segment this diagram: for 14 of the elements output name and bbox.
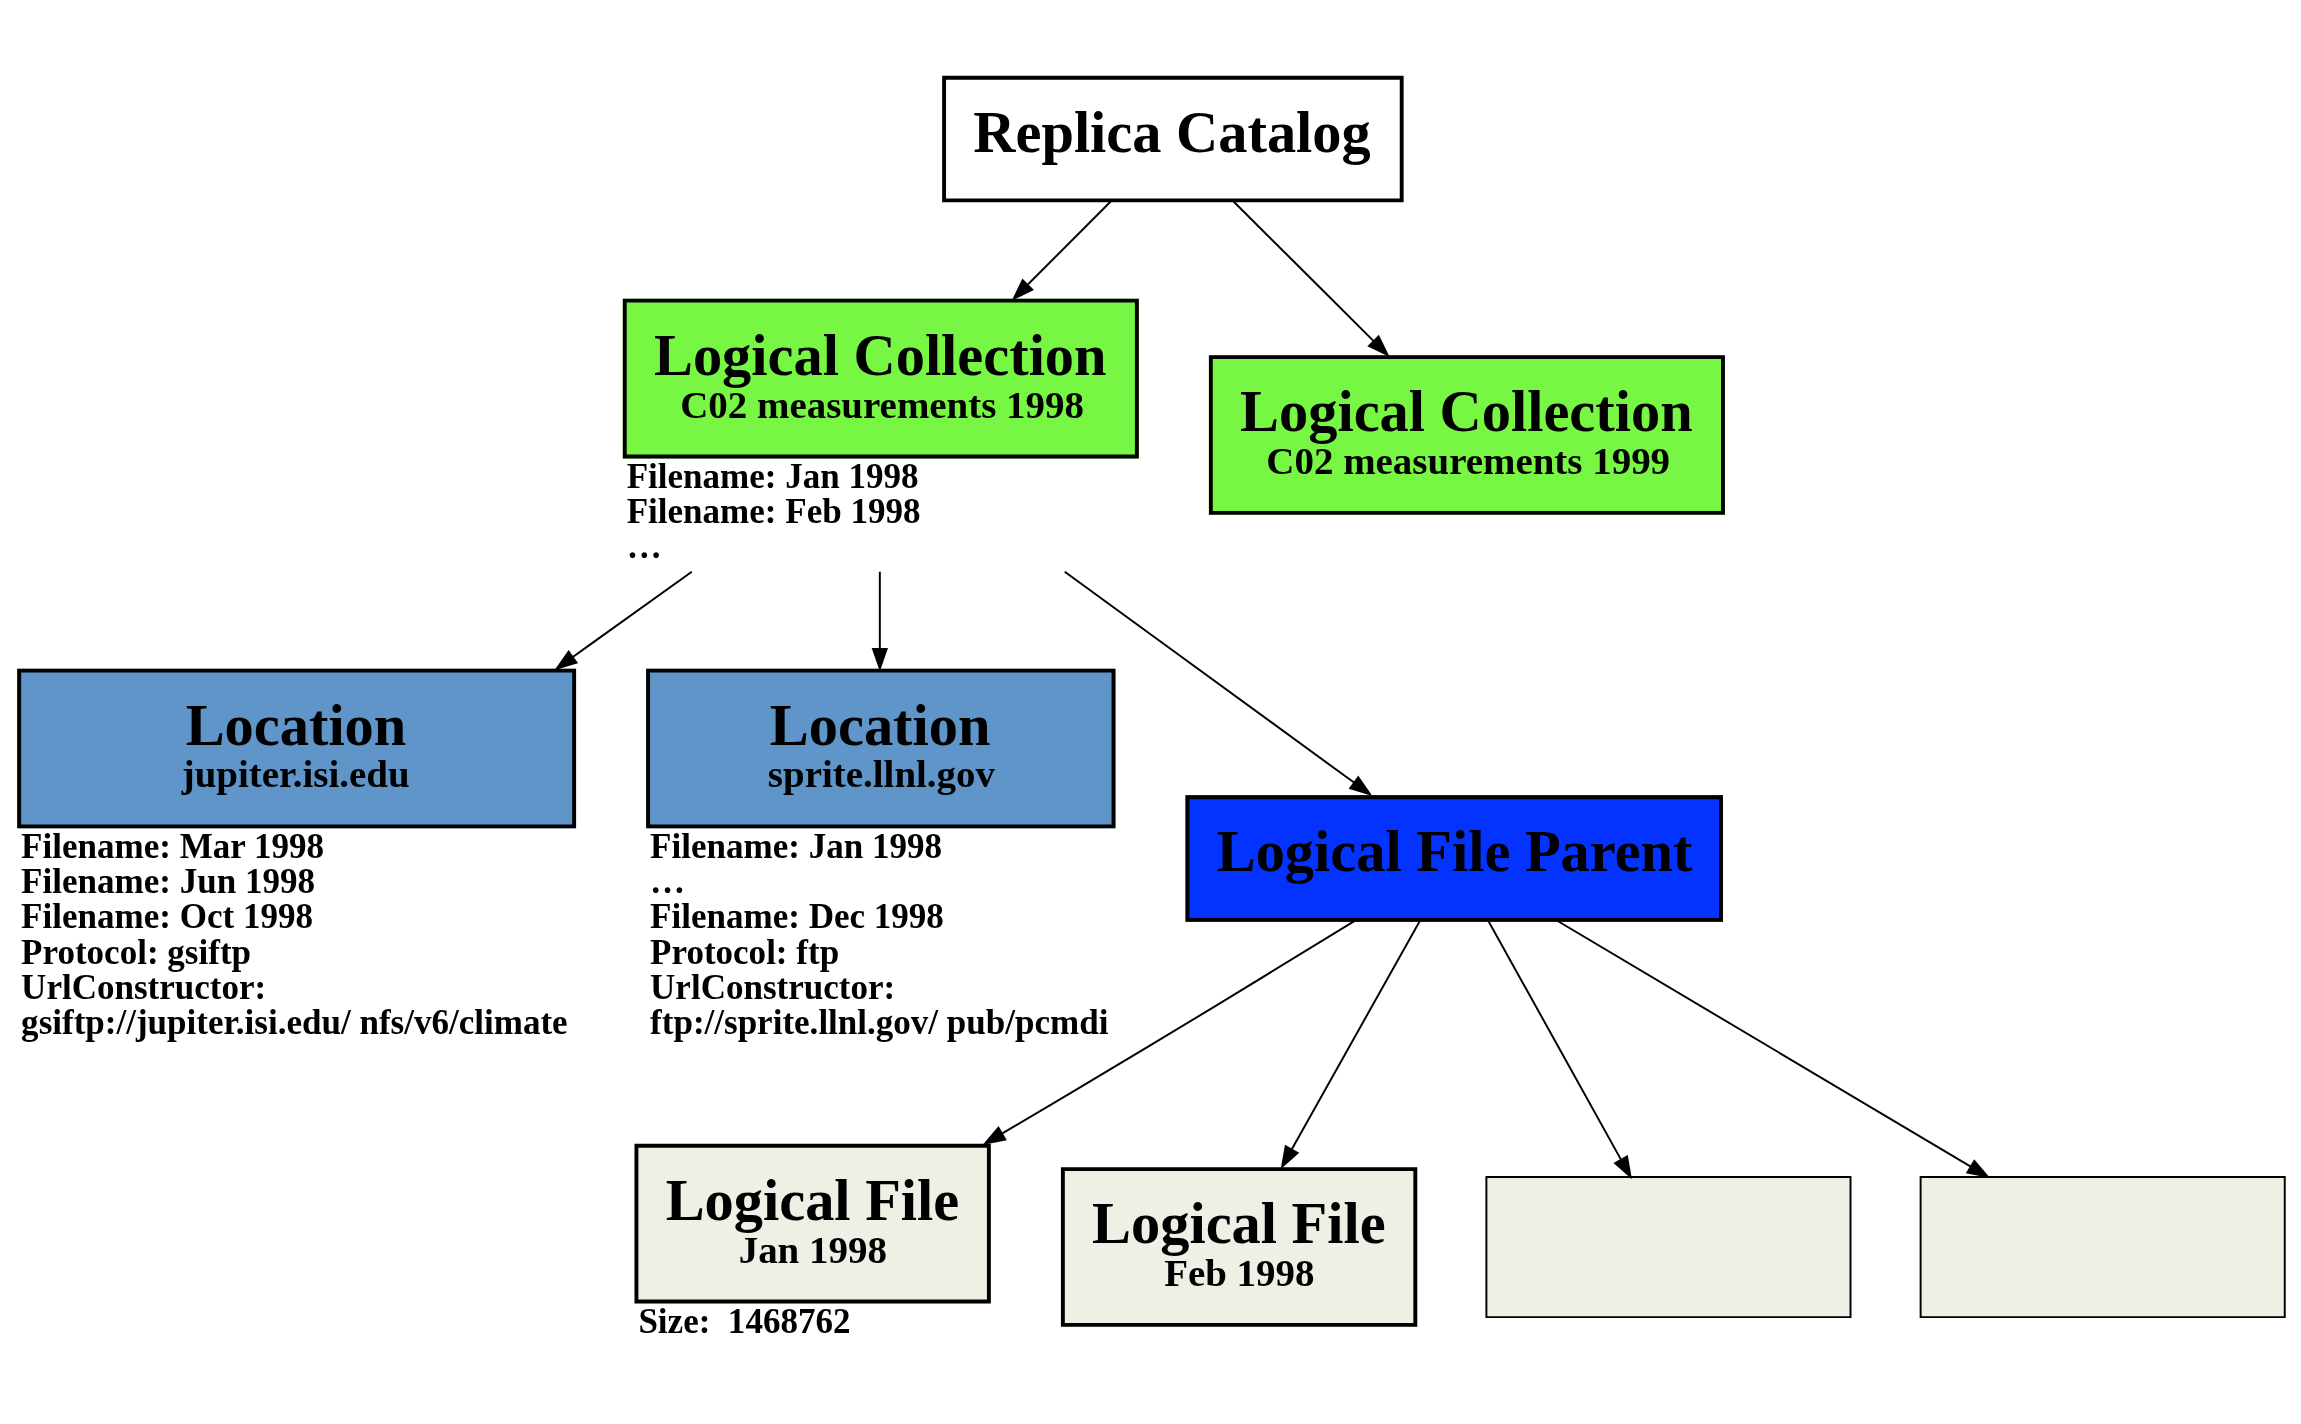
arrow <box>554 570 693 670</box>
node-box <box>1485 1175 1852 1318</box>
node-box <box>1919 1175 2286 1318</box>
arrow <box>982 919 1356 1145</box>
node-label: gsiftp://jupiter.isi.edu/ nfs/v6/climate <box>21 1002 568 1042</box>
arrow <box>1011 199 1112 301</box>
arrow <box>871 570 889 671</box>
arrow <box>1232 199 1390 357</box>
arrow <box>1063 570 1373 796</box>
arrow <box>1487 920 1632 1179</box>
node-label: ftp://sprite.llnl.gov/ pub/pcmdi <box>650 1002 1109 1042</box>
node-label: Size: 1468762 <box>638 1301 851 1341</box>
arrow <box>1556 919 1991 1178</box>
arrow <box>1280 920 1421 1169</box>
